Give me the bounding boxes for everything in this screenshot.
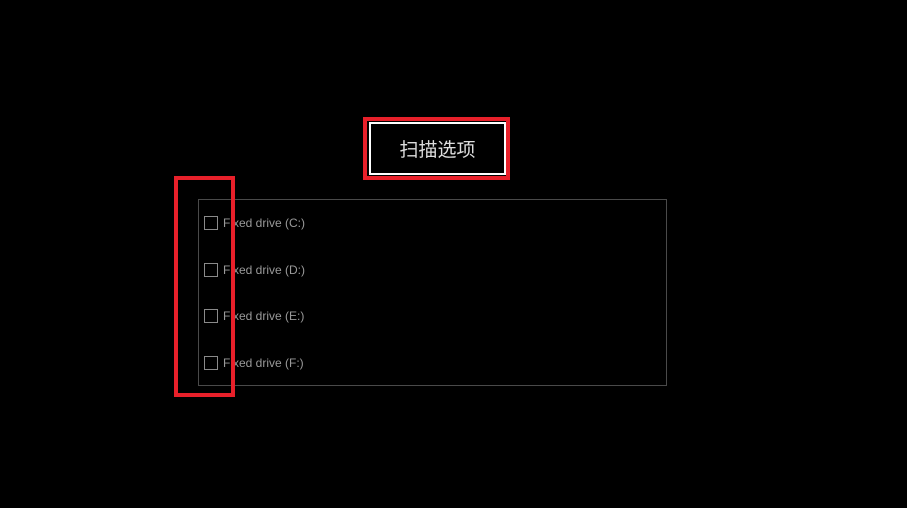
drive-label: Fixed drive (F:) <box>223 356 304 370</box>
scan-options-title: 扫描选项 <box>369 122 506 175</box>
checkbox[interactable] <box>204 309 218 323</box>
drive-option-f[interactable]: Fixed drive (F:) <box>204 355 304 371</box>
drive-label: Fixed drive (C:) <box>223 216 306 230</box>
drive-label: Fixed drive (E:) <box>223 309 305 323</box>
drive-option-e[interactable]: Fixed drive (E:) <box>204 308 304 324</box>
drive-options-group: Fixed drive (C:) Fixed drive (D:) Fixed … <box>198 199 667 386</box>
checkbox[interactable] <box>204 216 218 230</box>
drive-option-d[interactable]: Fixed drive (D:) <box>204 262 305 278</box>
checkbox[interactable] <box>204 356 218 370</box>
drive-option-c[interactable]: Fixed drive (C:) <box>204 215 305 231</box>
drive-label: Fixed drive (D:) <box>223 263 306 277</box>
checkbox[interactable] <box>204 263 218 277</box>
